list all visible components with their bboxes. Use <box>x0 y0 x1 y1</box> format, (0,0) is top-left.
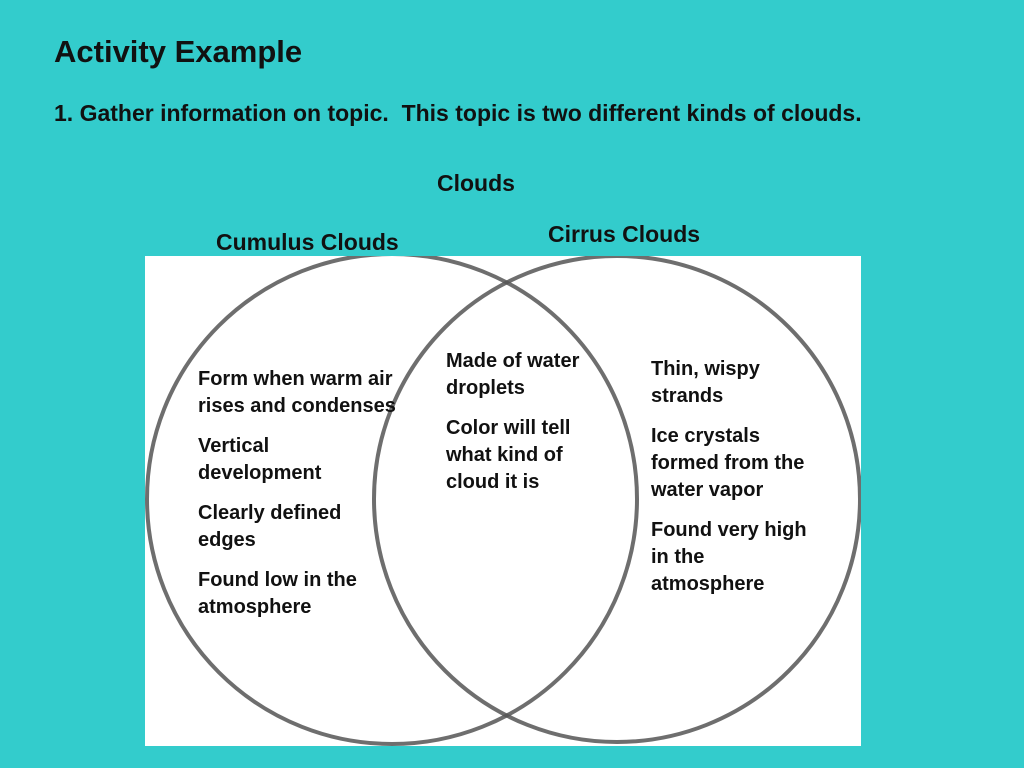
cumulus-fact: Form when warm air rises and condenses <box>198 368 396 417</box>
venn-panel <box>145 256 861 746</box>
slide-title: Activity Example <box>54 34 303 69</box>
cumulus-circle <box>145 256 639 746</box>
step-instruction: 1. Gather information on topic. This top… <box>54 100 862 126</box>
cirrus-fact: Thin, wispy strands <box>651 358 760 407</box>
cumulus-label: Cumulus Clouds <box>216 229 399 255</box>
cirrus-circle <box>372 256 861 744</box>
shared-fact: Color will tell what kind of cloud it is <box>446 417 571 493</box>
cumulus-fact: Found low in the atmosphere <box>198 569 357 618</box>
venn-topic-label: Clouds <box>437 170 515 196</box>
shared-facts: Made of water droplets Color will tell w… <box>446 348 596 509</box>
cumulus-fact: Vertical development <box>198 435 322 484</box>
cumulus-fact: Clearly defined edges <box>198 502 342 551</box>
shared-fact: Made of water droplets <box>446 350 580 399</box>
cirrus-fact: Ice crystals formed from the water vapor <box>651 425 805 501</box>
cirrus-fact: Found very high in the atmosphere <box>651 519 807 595</box>
cirrus-facts: Thin, wispy strands Ice crystals formed … <box>651 356 811 611</box>
cirrus-label: Cirrus Clouds <box>548 221 701 247</box>
venn-diagram <box>145 256 861 746</box>
cumulus-facts: Form when warm air rises and condenses V… <box>198 366 398 634</box>
